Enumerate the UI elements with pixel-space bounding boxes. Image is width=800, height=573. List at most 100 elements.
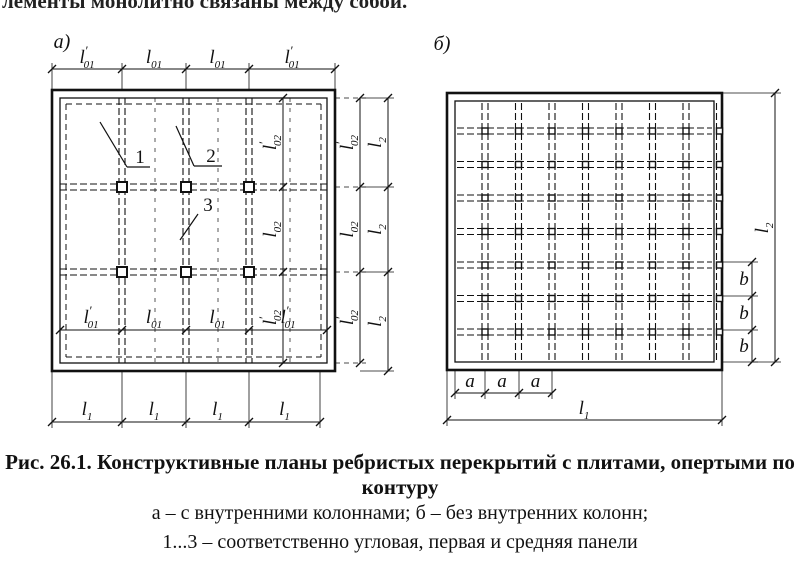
dim-label-top: l′01 [284, 43, 299, 71]
dim-label-right-2: l2 [365, 137, 389, 148]
wall-inner [454, 100, 715, 363]
dim-label-top: l01 [146, 47, 162, 71]
dim-label-a: a [531, 371, 541, 392]
rib-intersection [481, 261, 489, 269]
dim-label-l1: l1 [579, 398, 590, 422]
rib-intersection [648, 328, 657, 336]
rib-intersection [581, 194, 590, 202]
rib-intersection [514, 328, 523, 336]
rib-horizontal [457, 294, 712, 303]
dim-label-top: l01 [209, 47, 225, 71]
rib-intersection [615, 194, 623, 202]
dim-tick [383, 366, 393, 376]
callout-leader-1 [99, 121, 128, 168]
dim-label-right-inner: l′02 [256, 309, 284, 325]
rib-intersection [481, 328, 489, 336]
dim-tick [181, 325, 191, 335]
main-girder-vertical [245, 98, 253, 363]
dim-label-right-1: l′02 [333, 309, 361, 325]
rib-intersection [615, 294, 623, 303]
dim-label-a: a [497, 371, 507, 392]
dim-label-right-2: l2 [365, 224, 389, 235]
figure-caption-line-1: а – с внутренними колоннами; б – без вну… [151, 502, 649, 524]
dim-tick [480, 388, 490, 398]
callout-leader-3 [179, 213, 199, 241]
header-fragment: лементы монолитно связаны между собой. [2, 0, 408, 13]
rib-intersection [715, 194, 724, 202]
rib-intersection [481, 194, 489, 202]
rib-intersection [648, 127, 657, 135]
rib-intersection [514, 160, 523, 169]
rib-horizontal [457, 227, 712, 236]
callout-label-3: 3 [203, 195, 213, 216]
dim-tick [383, 93, 393, 103]
dim-tick [450, 388, 460, 398]
dim-tick [330, 64, 340, 74]
dim-label-bottom: l1 [279, 399, 290, 423]
rib-intersection [581, 227, 590, 236]
main-girder-horizontal [60, 268, 327, 276]
rib-intersection [581, 328, 590, 336]
rib-intersection [615, 127, 623, 135]
rib-horizontal [457, 194, 712, 202]
dim-tick [717, 415, 727, 425]
rib-intersection [481, 127, 489, 135]
panel-a-label: а) [54, 31, 71, 53]
column [116, 181, 128, 193]
dim-label-inner: l01 [146, 307, 162, 331]
rib-intersection [715, 227, 724, 236]
column [243, 266, 255, 278]
dim-tick [315, 417, 325, 427]
rib-intersection [481, 294, 489, 303]
rib-intersection [682, 160, 690, 169]
dim-label-bottom: l1 [212, 399, 223, 423]
wall-inner [59, 97, 328, 364]
rib-intersection [715, 294, 724, 303]
rib-intersection [548, 227, 556, 236]
rib-intersection [481, 160, 489, 169]
dim-label-b: b [739, 269, 749, 290]
dim-tick [244, 417, 254, 427]
rib-vertical [514, 103, 523, 360]
rib-horizontal [457, 328, 712, 336]
rib-vertical [548, 103, 556, 360]
rib-intersection [481, 227, 489, 236]
rib-intersection [615, 261, 623, 269]
dim-tick [747, 325, 757, 335]
rib-intersection [648, 160, 657, 169]
rib-intersection [648, 294, 657, 303]
dim-tick [47, 417, 57, 427]
dim-label-right-2: l2 [365, 316, 389, 327]
rib-intersection [514, 127, 523, 135]
dim-label-bottom: l1 [82, 399, 93, 423]
dim-tick [278, 267, 288, 277]
rib-horizontal [457, 261, 712, 269]
rib-intersection [581, 127, 590, 135]
rib-intersection [514, 194, 523, 202]
rib-vertical [615, 103, 623, 360]
callout-label-1: 1 [135, 147, 145, 168]
rib-intersection [682, 261, 690, 269]
dim-tick [770, 88, 780, 98]
rib-intersection [581, 261, 590, 269]
dim-tick [117, 417, 127, 427]
rib-intersection [548, 261, 556, 269]
rib-intersection [715, 328, 724, 336]
dim-tick [547, 388, 557, 398]
column [180, 266, 192, 278]
panel-b-label: б) [434, 33, 451, 55]
figure-caption-line-2: 1...3 – соответственно угловая, первая и… [162, 531, 638, 553]
rib-intersection [648, 261, 657, 269]
rib-intersection [615, 227, 623, 236]
dim-tick [442, 415, 452, 425]
rib-intersection [581, 294, 590, 303]
rib-horizontal [457, 127, 712, 135]
dim-tick [383, 267, 393, 277]
dim-label-a: a [465, 371, 475, 392]
dim-label-l2: l2 [752, 222, 776, 233]
dim-tick [117, 64, 127, 74]
dim-label-inner: l01 [209, 307, 225, 331]
dim-tick [181, 417, 191, 427]
rib-intersection [648, 194, 657, 202]
